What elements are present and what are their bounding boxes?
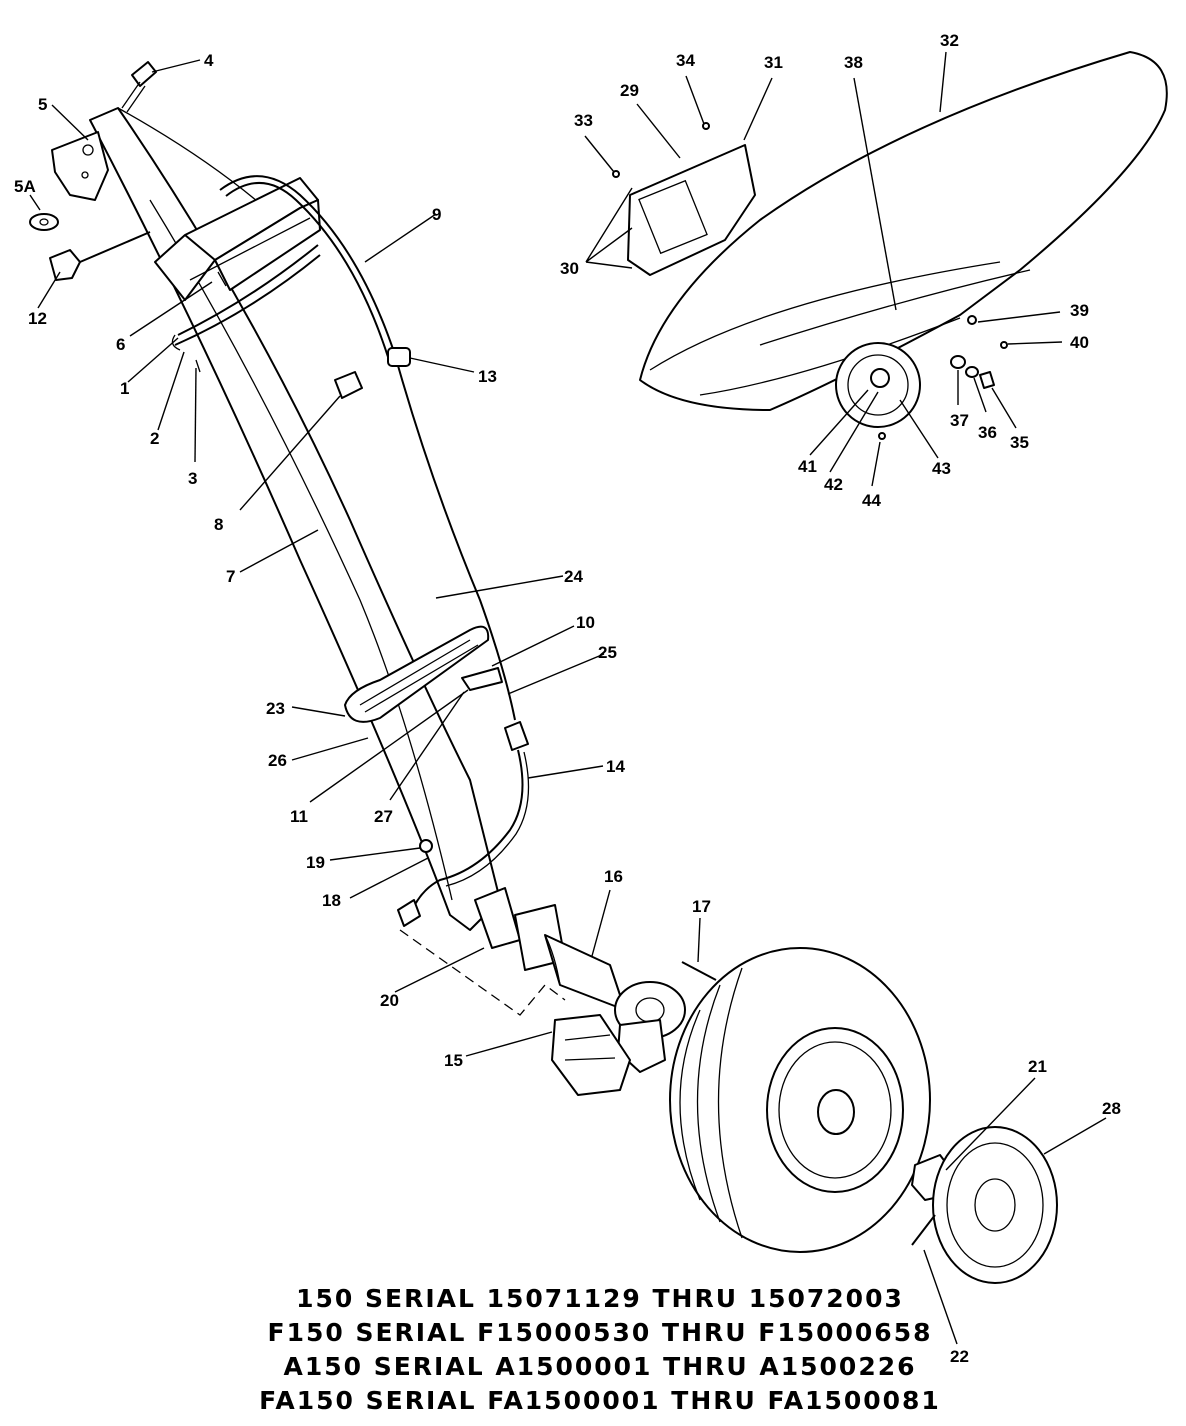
callout-9: 9 [432,205,441,224]
serial-applicability-block: 150 SERIAL 15071129 THRU 15072003 F150 S… [250,1282,950,1418]
callout-19: 19 [306,853,325,872]
cotter-pin [911,1214,936,1246]
callout-3: 3 [188,469,197,488]
axle-bolt [681,961,717,981]
callout-36: 36 [978,423,997,442]
callout-5a: 5A [14,177,36,196]
serial-line: FA150 SERIAL FA1500001 THRU FA1500081 [259,1386,941,1415]
callout-24: 24 [564,567,583,586]
callout-32: 32 [940,31,959,50]
hose-fitting [397,899,421,927]
serial-line: A150 SERIAL A1500001 THRU A1500226 [283,1352,917,1381]
callout-4: 4 [204,51,214,70]
tire [669,947,931,1253]
callout-25: 25 [598,643,617,662]
callout-28: 28 [1102,1099,1121,1118]
flexible-hose [409,721,530,916]
upper-attach-fitting [51,131,321,301]
callout-41: 41 [798,457,817,476]
serial-line: F150 SERIAL F15000530 THRU F15000658 [267,1318,933,1347]
callout-21: 21 [1028,1057,1047,1076]
brake-line [219,175,516,721]
callout-22: 22 [950,1347,969,1366]
grommet [387,347,411,367]
callout-40: 40 [1070,333,1089,352]
callout-16: 16 [604,867,623,886]
callout-12: 12 [28,309,47,328]
callout-7: 7 [226,567,235,586]
callout-44: 44 [862,491,881,510]
callout-15: 15 [444,1051,463,1070]
serial-line: 150 SERIAL 15071129 THRU 15072003 [296,1284,904,1313]
callout-43: 43 [932,459,951,478]
callout-labels: 4 5 5A 12 6 1 2 3 8 7 9 13 24 10 25 23 2… [14,31,1121,1366]
gear-strut [89,107,501,931]
callout-34: 34 [676,51,695,70]
callout-31: 31 [764,53,783,72]
routing-dash [399,929,566,1016]
brake-caliper [551,1014,631,1096]
clamp [171,244,321,351]
callout-5: 5 [38,95,47,114]
leader-lines [29,51,1107,1345]
hardware [612,122,1008,440]
callout-13: 13 [478,367,497,386]
hubcap [932,1126,1058,1284]
callout-38: 38 [844,53,863,72]
wheel-fairing [639,51,1168,411]
callout-8: 8 [214,515,223,534]
callout-14: 14 [606,757,625,776]
callout-1: 1 [120,379,129,398]
nut-19 [419,839,433,853]
callout-35: 35 [1010,433,1029,452]
callout-42: 42 [824,475,843,494]
callout-17: 17 [692,897,711,916]
callout-27: 27 [374,807,393,826]
callout-11: 11 [290,807,308,826]
callout-30: 30 [560,259,579,278]
screws [195,271,227,373]
callout-39: 39 [1070,301,1089,320]
callout-2: 2 [150,429,159,448]
callout-23: 23 [266,699,285,718]
step-bracket [461,667,503,691]
callout-10: 10 [576,613,595,632]
callout-29: 29 [620,81,639,100]
callout-33: 33 [574,111,593,130]
inspection-plate [627,144,756,276]
callout-37: 37 [950,411,969,430]
step-plate [344,625,490,723]
washer-5a [29,213,59,231]
elbow-fitting [49,231,151,281]
bolt-4 [121,61,157,113]
callout-18: 18 [322,891,341,910]
callout-6: 6 [116,335,125,354]
callout-20: 20 [380,991,399,1010]
disc-cover [835,342,921,428]
clip [334,371,363,399]
callout-26: 26 [268,751,287,770]
